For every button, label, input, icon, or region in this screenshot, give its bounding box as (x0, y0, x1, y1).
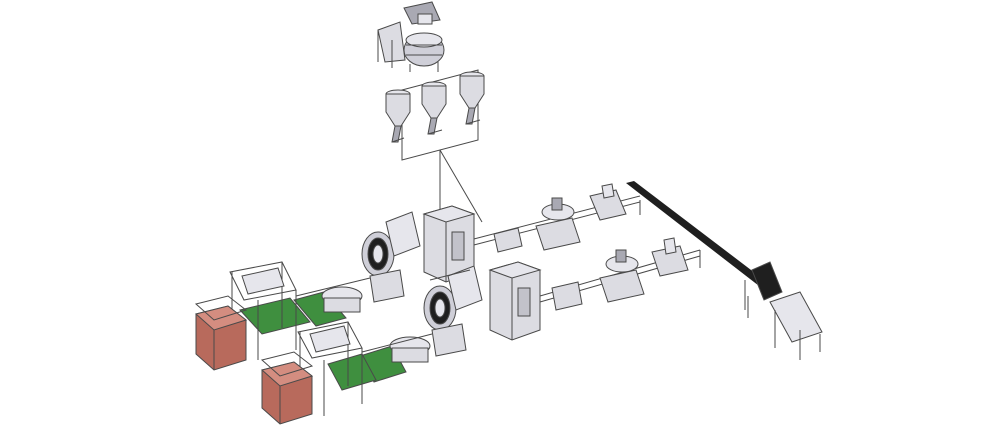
crate-icon (194, 295, 248, 371)
conveyor-icon (626, 181, 823, 360)
hopper-icon (385, 89, 411, 143)
mixer-icon (423, 265, 483, 357)
hopper-icon (421, 81, 447, 135)
lower-line (423, 237, 701, 357)
labeler-icon (651, 237, 689, 277)
crate-icon (260, 351, 314, 425)
upper-line (361, 183, 641, 303)
hopper-icon (459, 71, 485, 125)
rotary-table-icon (389, 336, 431, 363)
rotary-table-icon (321, 286, 363, 313)
mixer-icon (361, 211, 421, 303)
mixer-station (377, 1, 445, 72)
filler-icon (488, 261, 542, 341)
left-station-upper (194, 261, 363, 371)
labeler-icon (589, 183, 627, 221)
filler-icon (422, 205, 476, 283)
left-station-lower (260, 321, 431, 425)
capper-icon (599, 249, 645, 303)
capper-icon (535, 197, 581, 251)
hopper-group (385, 69, 485, 223)
